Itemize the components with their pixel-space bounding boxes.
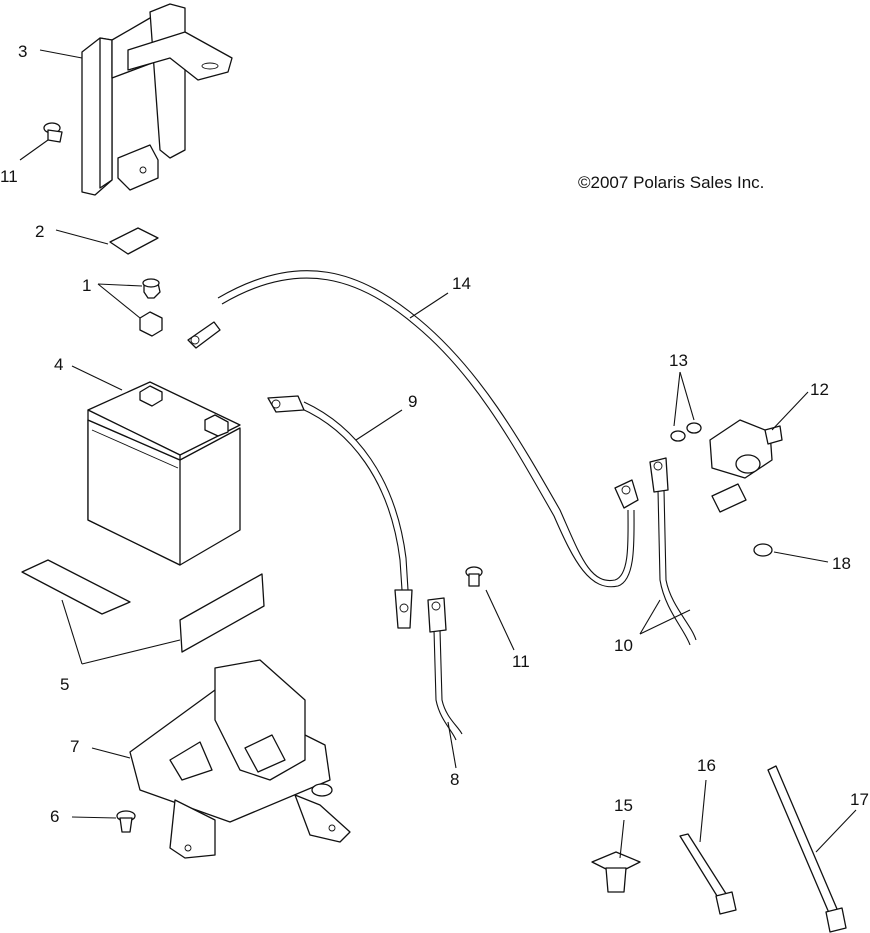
callout-10: 10	[614, 636, 633, 655]
callout-labels: 3 11 2 1 4 5 7 6 14 9 11 8 13 12 18 10 1…	[0, 42, 869, 826]
callout-1: 1	[82, 276, 91, 295]
callout-3: 3	[18, 42, 27, 61]
callout-12: 12	[810, 380, 829, 399]
callout-15: 15	[614, 796, 633, 815]
part-10-cable	[649, 457, 697, 646]
leader-lines	[19, 49, 857, 859]
callout-11: 11	[0, 167, 18, 186]
part-2-pad	[109, 227, 159, 255]
part-18-nut	[753, 543, 773, 557]
part-11-bolt-upper	[43, 122, 63, 143]
part-17-cable-tie	[767, 765, 847, 933]
part-4-battery	[87, 381, 241, 566]
part-15-clip	[591, 851, 641, 893]
part-8-cable	[427, 597, 463, 741]
part-7-tray	[129, 659, 351, 859]
callout-9: 9	[408, 392, 417, 411]
part-13-nuts	[670, 422, 702, 442]
callout-17: 17	[850, 790, 869, 809]
callout-16: 16	[697, 756, 716, 775]
callout-4: 4	[54, 355, 63, 374]
part-3-bracket	[81, 3, 233, 196]
part-5-labels	[21, 559, 265, 653]
callout-8: 8	[450, 770, 459, 789]
part-1-hardware	[139, 278, 163, 337]
part-6-rivet	[116, 810, 136, 833]
callout-7: 7	[70, 737, 79, 756]
copyright-text: ©2007 Polaris Sales Inc.	[578, 173, 764, 192]
callout-2: 2	[35, 222, 44, 241]
callout-5: 5	[60, 675, 69, 694]
callout-6: 6	[50, 807, 59, 826]
part-9-cable	[267, 395, 413, 629]
callout-11-lower: 11	[512, 652, 530, 671]
part-12-solenoid	[709, 419, 783, 513]
part-14-cable	[187, 270, 639, 588]
part-16-cable-tie	[679, 833, 737, 915]
callout-18: 18	[832, 554, 851, 573]
part-11-bolt-lower	[465, 566, 483, 587]
callout-13: 13	[669, 351, 688, 370]
callout-14: 14	[452, 274, 471, 293]
